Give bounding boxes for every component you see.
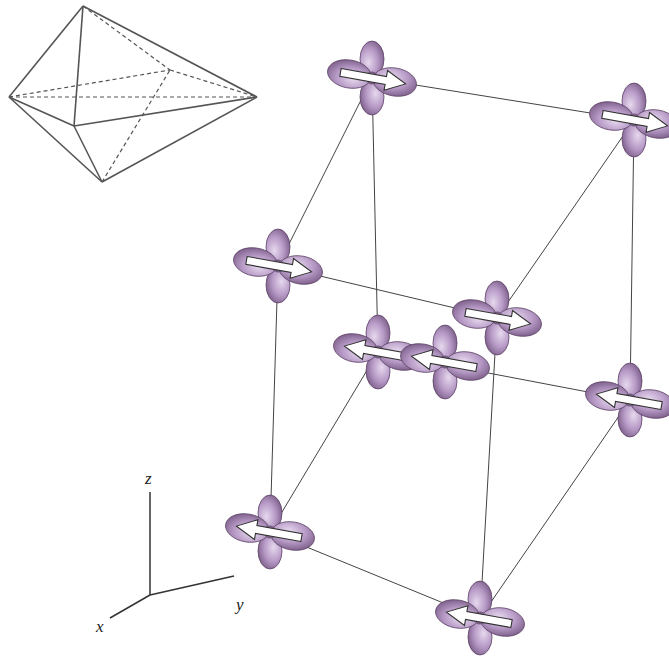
orbital-site: [325, 41, 418, 115]
spin-arrow: [245, 251, 313, 282]
orbital-site: [223, 495, 316, 569]
orbital-site: [583, 363, 669, 437]
spin-arrow: [235, 516, 303, 547]
lattice: [223, 41, 669, 655]
orbital-site: [231, 229, 324, 303]
lattice-line: [372, 78, 378, 352]
lattice-line: [630, 120, 634, 400]
lattice-line: [480, 400, 630, 618]
spin-arrow: [410, 346, 478, 377]
lattice-line: [270, 266, 278, 532]
coordinate-axes: [110, 492, 234, 618]
octahedron: [9, 6, 257, 182]
lattice-line: [497, 120, 634, 318]
lattice-line: [270, 352, 378, 532]
axis-label: x: [96, 618, 104, 635]
orbital-site: [433, 581, 526, 655]
lattice-line: [278, 78, 372, 266]
axis-label: y: [236, 596, 244, 613]
spin-arrow: [595, 384, 663, 415]
orbital-site: [450, 281, 543, 355]
spin-arrow: [601, 105, 669, 136]
axis-label: z: [145, 470, 152, 487]
spin-arrow: [339, 63, 407, 94]
spin-arrow: [445, 602, 513, 633]
spin-arrow: [464, 303, 532, 334]
orbital-site: [587, 83, 669, 157]
orbital-site: [398, 325, 491, 399]
